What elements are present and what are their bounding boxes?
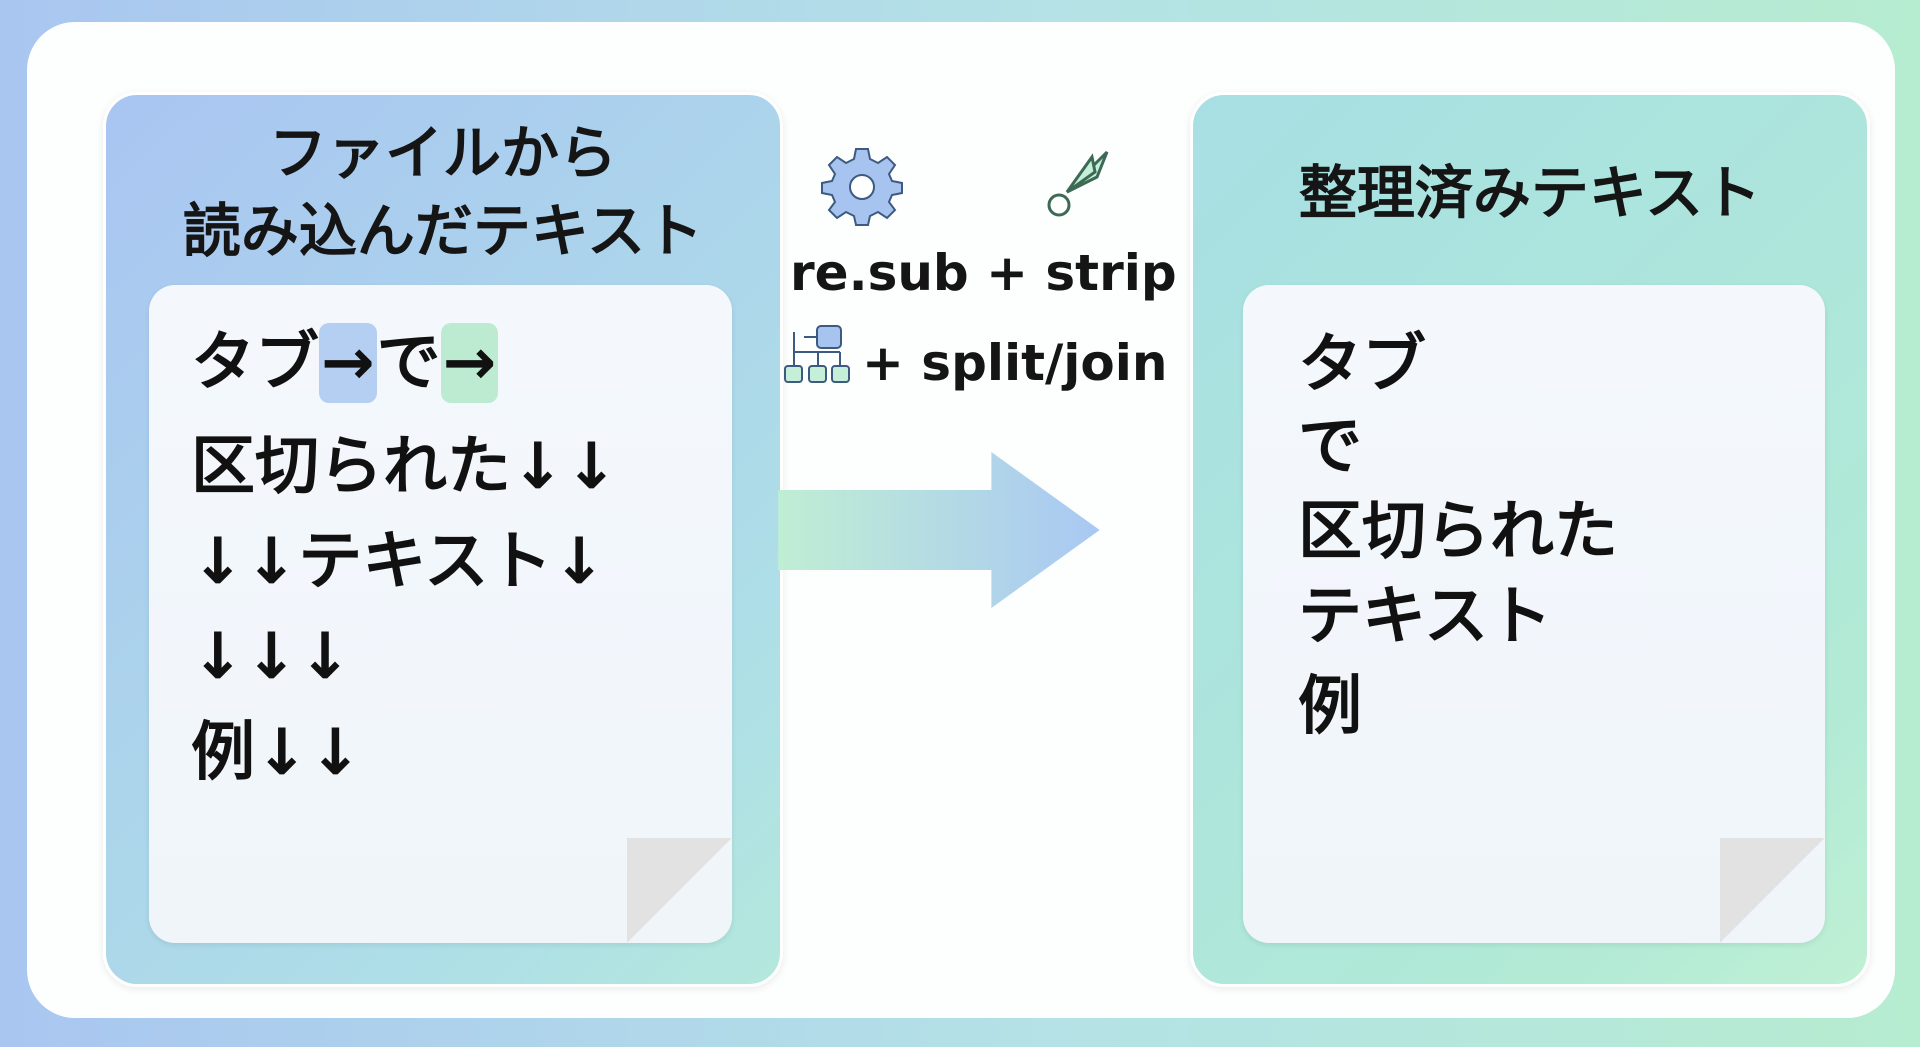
flowchart-icon: [784, 325, 850, 383]
input-document: タブ→で→ 区切られた↓↓ ↓↓テキスト↓ ↓↓↓ 例↓↓: [149, 285, 732, 943]
step1-label: re.sub + strip: [790, 244, 1177, 302]
output-line-1: タブ: [1298, 328, 1426, 402]
input-line-5: 例↓↓: [191, 716, 363, 790]
input-line-4: ↓↓↓: [191, 620, 352, 694]
input-line-2: 区切られた↓↓: [191, 430, 619, 504]
input-panel-title-line1: ファイルから: [268, 119, 617, 187]
right-arrow-icon: [778, 452, 1100, 608]
step2-label: + split/join: [862, 334, 1168, 392]
tab-char-highlight: →: [319, 323, 377, 403]
output-line-3: 区切られた: [1298, 495, 1618, 569]
input-text-panel: ファイルから 読み込んだテキスト タブ→で→ 区切られた↓↓ ↓↓テキスト↓ ↓…: [103, 92, 783, 987]
output-line-2: で: [1298, 410, 1362, 484]
output-panel-title: 整理済みテキスト: [1298, 159, 1762, 227]
output-document: タブ で 区切られた テキスト 例: [1243, 285, 1825, 943]
input-line-1: タブ→で→: [191, 323, 499, 403]
scissors-icon: [1047, 150, 1109, 217]
input-line-3: ↓↓テキスト↓: [191, 525, 606, 599]
output-line-4: テキスト: [1298, 580, 1553, 654]
output-line-5: 例: [1298, 670, 1362, 744]
input-panel-title-line2: 読み込んだテキスト: [182, 197, 704, 265]
page-curl: [1720, 838, 1825, 943]
page-curl: [627, 838, 732, 943]
tab-char-highlight: →: [440, 323, 499, 403]
text-tab: タブ: [191, 326, 319, 400]
diagram-card: ファイルから 読み込んだテキスト タブ→で→ 区切られた↓↓ ↓↓テキスト↓ ↓…: [27, 22, 1895, 1018]
cleaned-text-panel: 整理済みテキスト タブ で 区切られた テキスト 例: [1190, 92, 1870, 987]
text-de: で: [376, 326, 441, 400]
gear-icon: [821, 148, 903, 226]
